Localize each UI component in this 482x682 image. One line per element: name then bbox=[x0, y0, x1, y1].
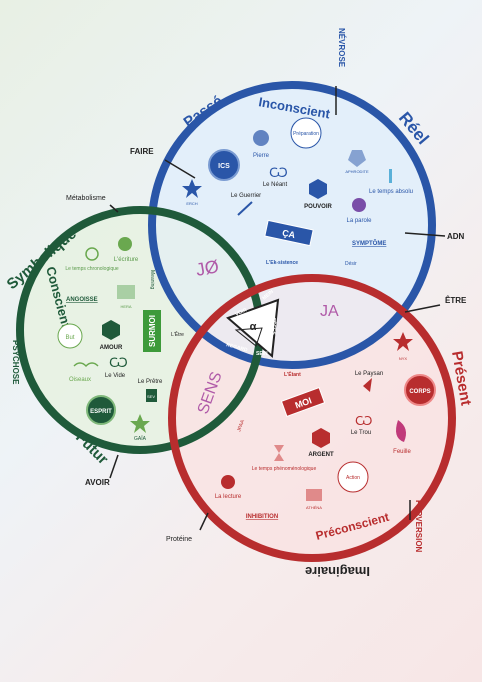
red-ring bbox=[168, 274, 456, 562]
esprit-circle bbox=[86, 395, 116, 425]
chrono-label: Le temps chronologique bbox=[65, 266, 119, 272]
alpha-label: α bbox=[250, 321, 257, 333]
esprit-label: ESPRIT bbox=[90, 409, 112, 415]
clock-icon bbox=[85, 247, 99, 261]
jo-label: JØ bbox=[194, 256, 220, 280]
ca-box bbox=[264, 219, 314, 247]
action-label: Action bbox=[346, 475, 360, 481]
trou-icon: Ѡ bbox=[355, 413, 372, 428]
ics-label: ICS bbox=[218, 163, 230, 170]
jpaa-label: JPAA bbox=[236, 419, 246, 433]
corps-circle bbox=[404, 374, 436, 406]
gaia-icon bbox=[130, 414, 150, 433]
inhibition-label: INHIBITION bbox=[246, 514, 278, 520]
corps-label: CORPS bbox=[409, 389, 430, 395]
adn-label: ADN bbox=[447, 232, 465, 241]
psychose-label: PSYCHOSE bbox=[11, 340, 20, 385]
guerrier-label: Le Guerrier bbox=[231, 193, 261, 199]
letant-label: L'Étant bbox=[284, 370, 301, 378]
ek-label: L'Ek-sistence bbox=[266, 260, 298, 266]
voir-label: VOIR bbox=[234, 307, 248, 318]
sev-icon bbox=[146, 389, 157, 402]
prep-label: Préparation bbox=[293, 131, 319, 137]
argent-icon bbox=[312, 428, 330, 448]
perversion-label: PERVERSION bbox=[414, 500, 423, 553]
pouvoir-label: POUVOIR bbox=[304, 204, 332, 210]
proteine-label: Protéine bbox=[166, 536, 192, 543]
avoir-label: AVOIR bbox=[85, 478, 110, 487]
pierre-label: Pierre bbox=[253, 153, 270, 159]
hera-label: HERA bbox=[120, 304, 131, 309]
vide-icon: Ѡ bbox=[109, 354, 128, 370]
neant-label: Le Néant bbox=[263, 182, 288, 188]
trou-label: Le Trou bbox=[351, 430, 371, 436]
athena-icon bbox=[306, 489, 322, 501]
surmoi-box bbox=[143, 310, 161, 352]
erch-icon bbox=[182, 179, 202, 198]
ecriture-icon bbox=[118, 237, 132, 251]
blue-ring bbox=[148, 81, 436, 369]
lecture-icon bbox=[221, 475, 235, 489]
action-circle bbox=[337, 461, 369, 493]
sword-icon bbox=[237, 201, 253, 216]
letre-label: L'Être bbox=[171, 330, 184, 338]
oiseaux-icon bbox=[73, 362, 99, 368]
gaia-label: GAÏA bbox=[134, 435, 147, 442]
parole-label: La parole bbox=[346, 218, 372, 224]
feces-label: FÈCES bbox=[270, 318, 278, 335]
surmoi-label: SURMOI bbox=[148, 315, 157, 347]
regard-label: REGARD bbox=[225, 342, 248, 354]
aphrodite-label: APHRODITE bbox=[345, 169, 369, 174]
temps-absolu-label: Le temps absolu bbox=[369, 189, 413, 195]
hourglass-icon bbox=[274, 445, 284, 461]
center-triangle bbox=[226, 298, 280, 359]
moi-box bbox=[280, 387, 326, 417]
temps-absolu-icon bbox=[389, 169, 392, 183]
aphrodite-icon bbox=[348, 150, 366, 167]
angoisse-label: ANGOISSE bbox=[66, 297, 98, 303]
amour-icon bbox=[102, 320, 120, 340]
argent-label: ARGENT bbox=[308, 452, 334, 458]
paysan-label: Le Paysan bbox=[355, 371, 383, 377]
but-label: But bbox=[65, 335, 74, 341]
pouvoir-icon bbox=[309, 179, 327, 199]
desir-label: Désir bbox=[345, 261, 357, 267]
etre-label: ÊTRE bbox=[445, 296, 467, 305]
oiseaux-label: Oiseaux bbox=[69, 377, 91, 383]
faire-label: FAIRE bbox=[130, 147, 154, 156]
feuille-label: Feuille bbox=[393, 449, 411, 455]
ja-label: JA bbox=[320, 303, 339, 320]
pierre-icon bbox=[253, 130, 269, 146]
meaning-label: Meaning bbox=[149, 270, 155, 289]
red-word-3: Imaginaire bbox=[305, 564, 370, 579]
ecriture-label: L'écriture bbox=[114, 257, 139, 263]
ics-circle bbox=[208, 149, 240, 181]
nevrose-label: NÉVROSE bbox=[337, 28, 346, 68]
prep-circle bbox=[290, 117, 322, 149]
temps-phen-label: Le temps phénoménologique bbox=[252, 466, 317, 472]
hera-icon bbox=[117, 285, 135, 299]
symptome-label: SYMPTÔME bbox=[352, 239, 386, 247]
neant-icon: Ѡ bbox=[269, 164, 288, 180]
vide-label: Le Vide bbox=[105, 373, 126, 379]
parole-icon bbox=[352, 198, 366, 212]
sein-label: SEIN bbox=[256, 351, 268, 357]
lecture-label: La lecture bbox=[215, 494, 242, 500]
nyx-label: NYX bbox=[399, 356, 408, 361]
amour-label: AMOUR bbox=[100, 345, 123, 351]
erch-label: ERCH bbox=[186, 201, 197, 206]
ca-label: ÇA bbox=[281, 228, 296, 241]
but-circle bbox=[57, 323, 83, 349]
athena-label: ATHÉNA bbox=[306, 505, 322, 510]
paysan-icon bbox=[363, 378, 372, 392]
sev-label: SEV bbox=[147, 394, 155, 399]
feuille-icon bbox=[396, 420, 406, 442]
metabolisme-label: Métabolisme bbox=[66, 195, 106, 202]
pretre-label: Le Prêtre bbox=[138, 379, 163, 385]
nyx-icon bbox=[393, 332, 413, 351]
